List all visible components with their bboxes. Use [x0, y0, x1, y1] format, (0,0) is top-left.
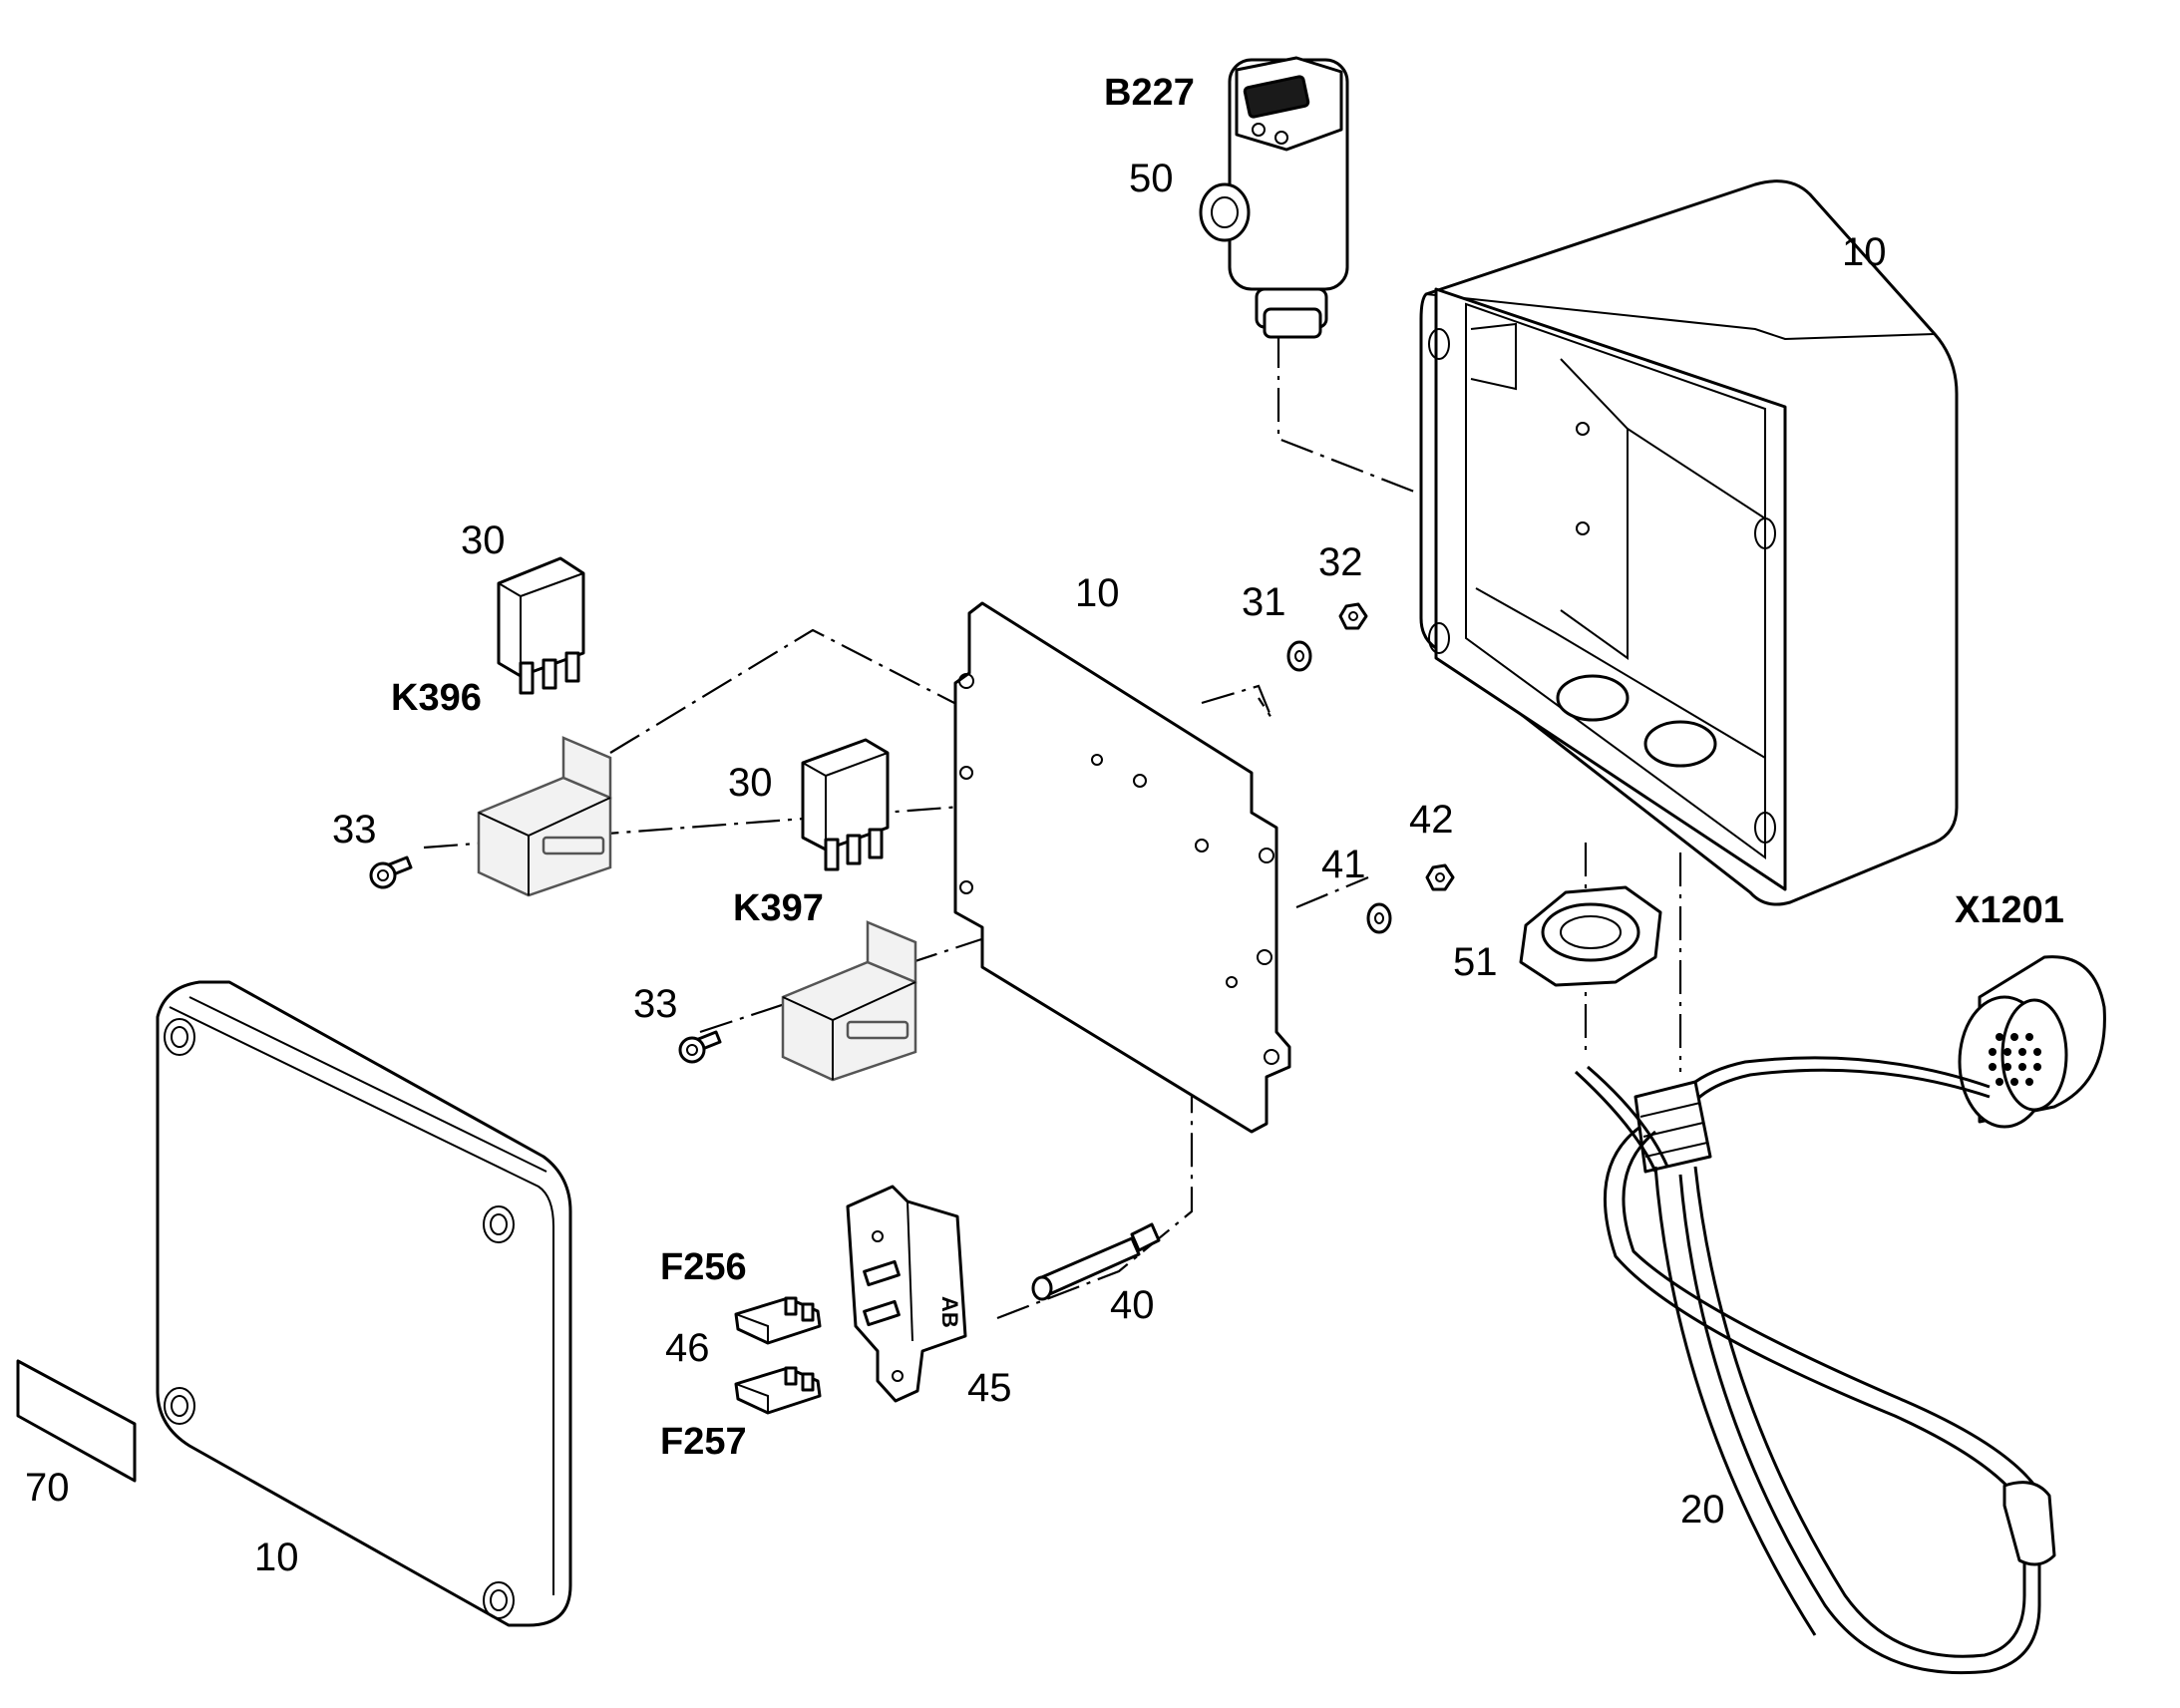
nut-42 [1425, 863, 1455, 891]
label-46: 46 [665, 1326, 710, 1370]
label-45: 45 [967, 1366, 1012, 1410]
label-10-lid: 10 [254, 1536, 299, 1579]
relay-socket-2 [781, 920, 917, 1082]
label-31: 31 [1242, 580, 1286, 624]
label-k396: K396 [391, 677, 482, 719]
label-51: 51 [1453, 940, 1498, 984]
relay-k397 [801, 738, 890, 871]
label-x1201: X1201 [1955, 889, 2064, 931]
label-f257: F257 [660, 1421, 747, 1463]
label-30-b: 30 [728, 761, 773, 805]
label-30-a: 30 [461, 518, 506, 562]
label-20: 20 [1680, 1488, 1725, 1532]
label-33-a: 33 [332, 808, 377, 852]
label-42: 42 [1409, 798, 1454, 842]
label-50: 50 [1129, 157, 1174, 200]
washer-41 [1366, 902, 1392, 934]
label-10-plate: 10 [1075, 571, 1120, 615]
label-41: 41 [1321, 843, 1366, 886]
washer-31 [1286, 640, 1312, 672]
connector-cable-assembly [1574, 955, 2106, 1675]
label-b227: B227 [1104, 72, 1195, 114]
label-plate-70 [16, 1359, 137, 1483]
nut-32 [1338, 602, 1368, 630]
gland-nut-51 [1519, 885, 1662, 987]
standoff-40 [1031, 1222, 1161, 1301]
housing-lid [156, 980, 572, 1627]
label-k397: K397 [733, 887, 824, 929]
label-f256: F256 [660, 1246, 747, 1288]
label-33-b: 33 [633, 982, 678, 1026]
screw-33-a [369, 855, 413, 889]
label-10-box: 10 [1842, 230, 1887, 274]
label-70: 70 [25, 1466, 70, 1510]
fuse-f256 [734, 1296, 822, 1345]
label-40: 40 [1110, 1283, 1155, 1327]
label-32: 32 [1318, 540, 1363, 584]
mounting-plate [953, 601, 1291, 1134]
relay-socket-1 [477, 736, 612, 897]
fuse-holder-45: AB [846, 1185, 967, 1403]
screw-33-b [678, 1030, 722, 1064]
relay-k396 [497, 556, 585, 695]
housing-box [1419, 179, 1959, 906]
fuse-f257 [734, 1366, 822, 1415]
fuse-holder-marking: AB [937, 1296, 962, 1328]
pressure-sensor [1199, 56, 1349, 339]
